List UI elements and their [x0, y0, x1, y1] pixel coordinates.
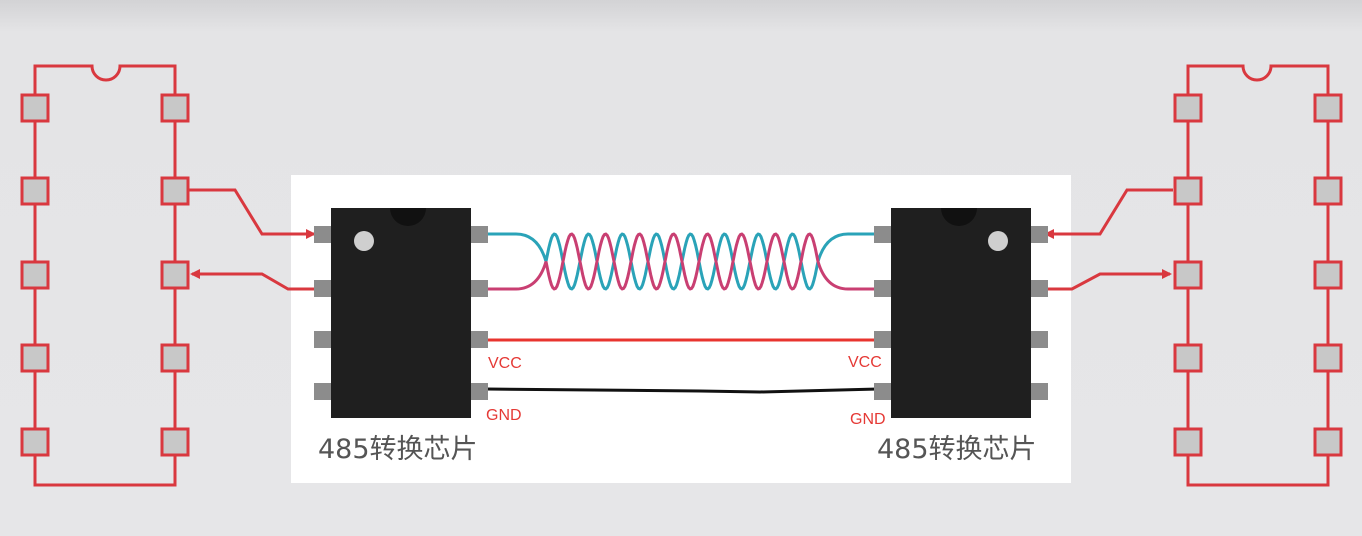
- left-chip-caption: 485转换芯片: [318, 434, 478, 465]
- right-chip-caption: 485转换芯片: [877, 434, 1037, 465]
- left-board-pad: [20, 93, 50, 123]
- rs485-chip-right: [874, 208, 1048, 418]
- arrow-left-out: [188, 188, 316, 239]
- right-board-pad: [1313, 260, 1343, 290]
- left-gnd-label: GND: [486, 407, 522, 424]
- arrow-left-in: [190, 269, 314, 291]
- right-board-pad: [1173, 260, 1203, 290]
- rs485-chip-left: [314, 208, 488, 418]
- left-board-pad: [20, 176, 50, 206]
- left-board-pad: [20, 427, 50, 457]
- arrow-right-out: [1046, 269, 1172, 291]
- left-board-pad: [20, 260, 50, 290]
- gnd-line: [485, 387, 879, 394]
- right-board-pad: [1313, 176, 1343, 206]
- dip-board-left: [20, 64, 190, 487]
- left-board-pad: [20, 343, 50, 373]
- arrow-right-in: [1044, 188, 1173, 239]
- right-board-pad: [1173, 427, 1203, 457]
- left-board-pad: [160, 260, 190, 290]
- right-gnd-label: GND: [850, 411, 886, 428]
- dip-board-right: [1173, 64, 1343, 487]
- left-board-pad: [160, 93, 190, 123]
- right-board-pad: [1173, 343, 1203, 373]
- twisted-pair-cable: [486, 232, 878, 291]
- right-board-pad: [1313, 427, 1343, 457]
- left-board-pad: [160, 343, 190, 373]
- right-board-pad: [1313, 93, 1343, 123]
- left-board-pad: [160, 427, 190, 457]
- right-vcc-label: VCC: [848, 354, 882, 371]
- left-vcc-label: VCC: [488, 355, 522, 372]
- signal-arrows: [188, 188, 1173, 291]
- right-board-pad: [1173, 93, 1203, 123]
- right-board-pad: [1173, 176, 1203, 206]
- left-board-pad: [160, 176, 190, 206]
- right-board-pad: [1313, 343, 1343, 373]
